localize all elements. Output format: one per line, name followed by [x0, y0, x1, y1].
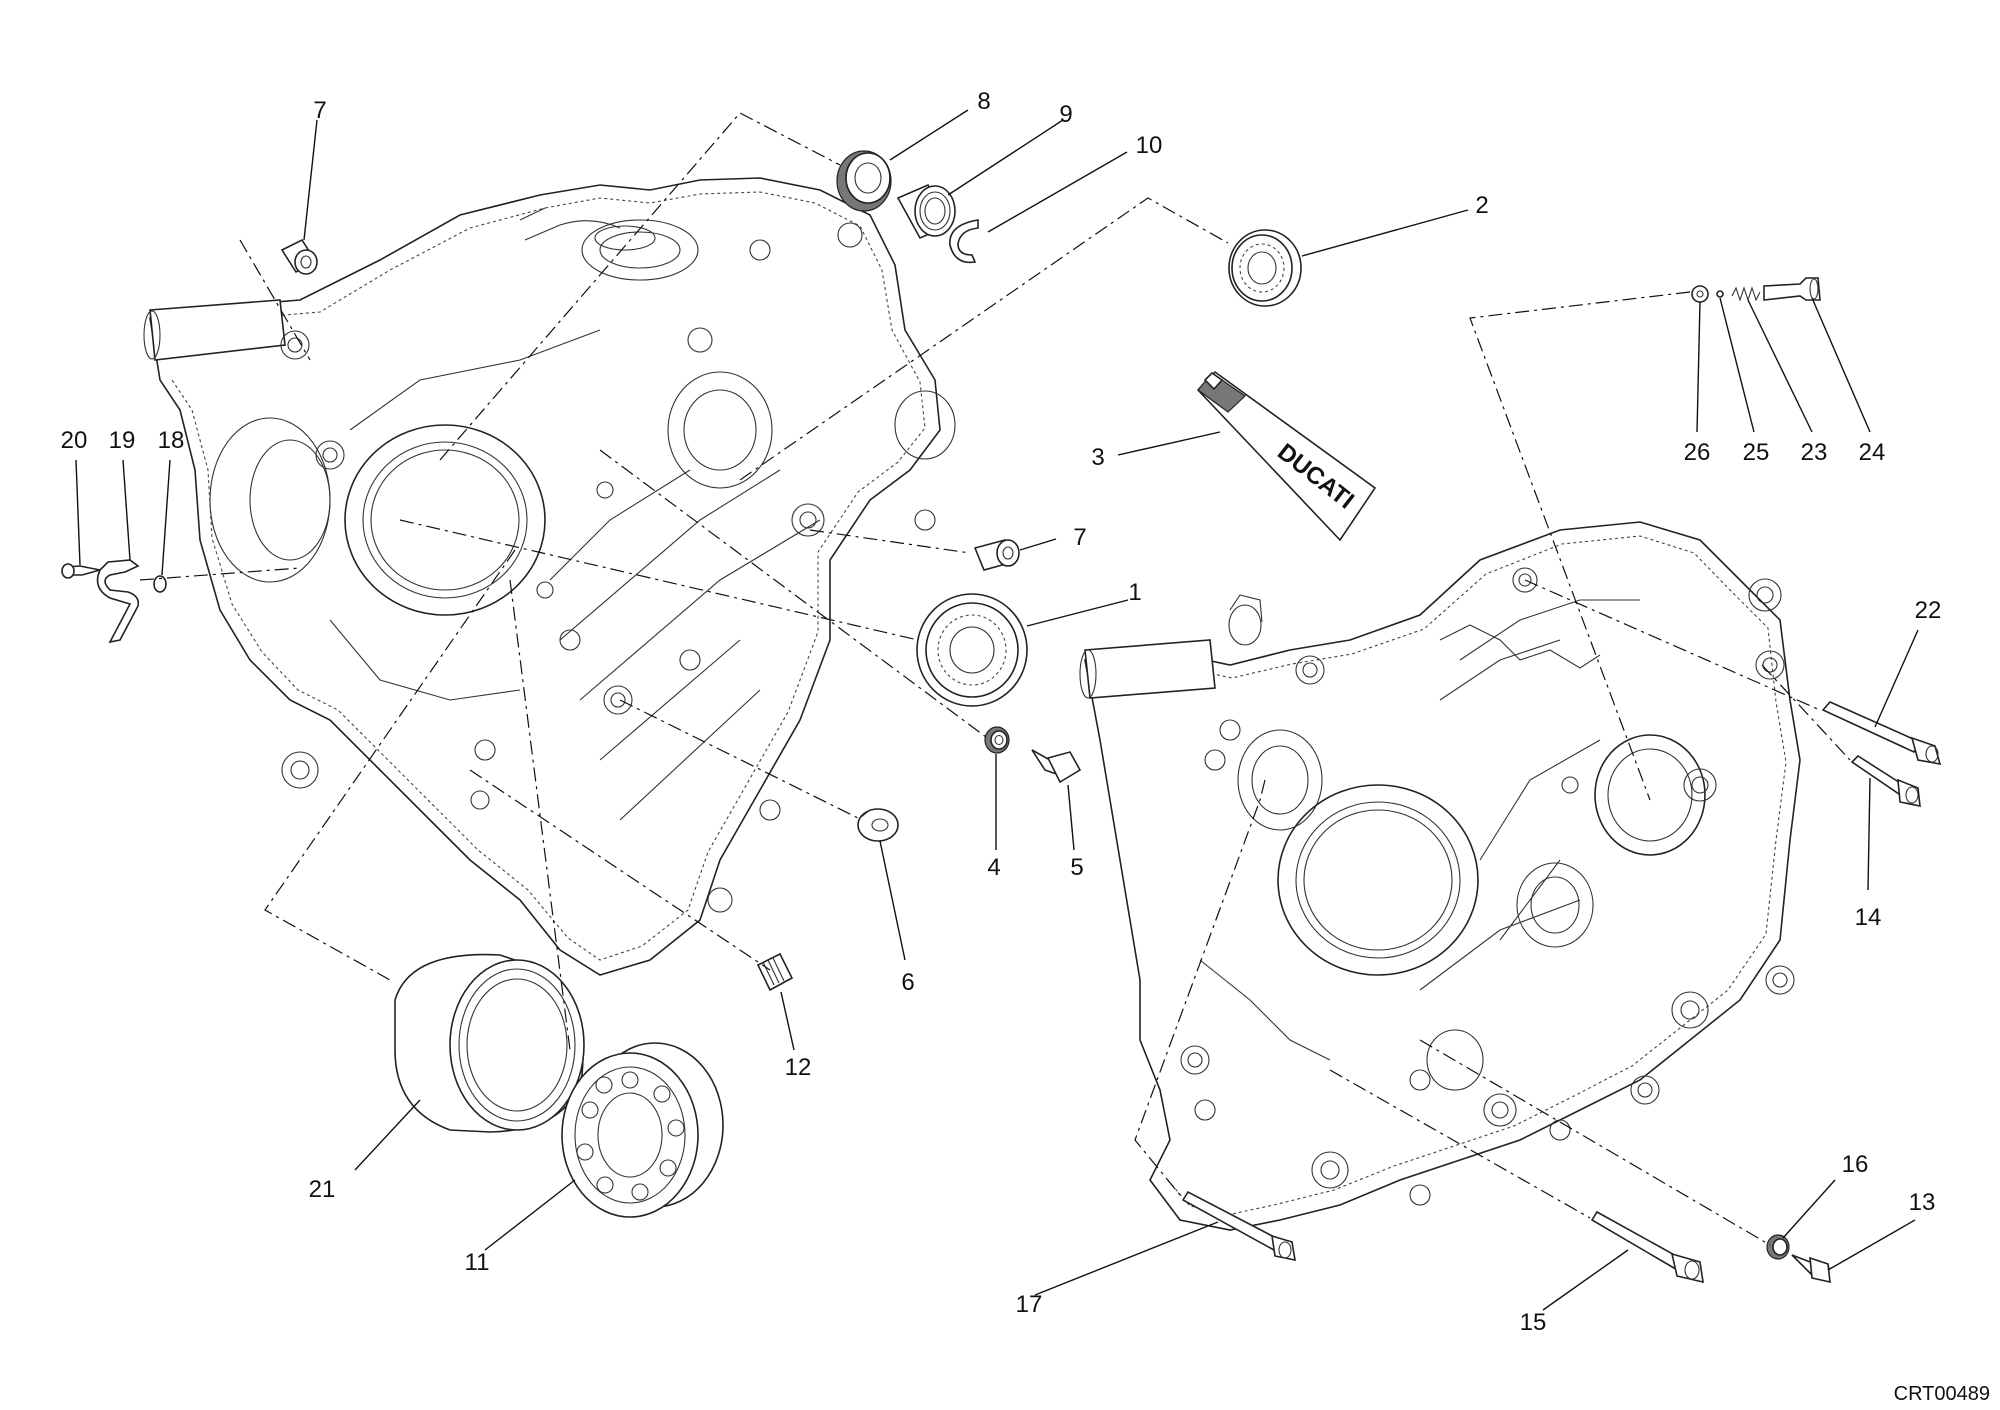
plug-24: [1763, 277, 1821, 301]
bolt-22: [1821, 701, 1942, 766]
assembly-lines: [139, 112, 1851, 1246]
callout-16: 16: [1842, 1151, 1869, 1178]
callout-3: 3: [1091, 444, 1104, 471]
callout-11: 11: [465, 1249, 490, 1276]
sealant-tube-3: DUCATI: [1196, 370, 1377, 542]
screw-13: [1791, 1254, 1831, 1284]
bolt-15: [1590, 1210, 1704, 1284]
screw-20: [61, 563, 101, 579]
callout-20: 20: [61, 427, 88, 454]
callout-23: 23: [1801, 439, 1828, 466]
callout-numbers: 1 2 3 4 5 6 7 7 8 9 10 11 12 13 14 15 16…: [61, 88, 1942, 1336]
circlip-10: [949, 219, 979, 264]
callout-22: 22: [1915, 597, 1942, 624]
bolt-17: [1181, 1190, 1296, 1262]
callout-7-right: 7: [1073, 524, 1086, 551]
callout-12: 12: [785, 1054, 812, 1081]
callout-7-top: 7: [313, 97, 326, 124]
bolt-14: [1850, 754, 1921, 807]
callout-8: 8: [977, 88, 990, 115]
callout-19: 19: [109, 427, 136, 454]
callout-21: 21: [309, 1176, 336, 1203]
callout-6: 6: [901, 969, 914, 996]
callout-10: 10: [1136, 132, 1163, 159]
washer-16: [1766, 1234, 1790, 1260]
drawing-code: CRT00489: [1894, 1383, 1990, 1405]
callout-4: 4: [987, 854, 1000, 881]
screw-5: [1031, 749, 1082, 784]
callout-2: 2: [1475, 192, 1488, 219]
left-crankcase-half: [143, 177, 956, 976]
callout-9: 9: [1059, 101, 1072, 128]
bearing-2: [1228, 229, 1302, 307]
oil-seal-8: [836, 150, 892, 212]
grub-screw-12: [756, 952, 794, 992]
spring-23: [1731, 286, 1761, 302]
bearing-9: [896, 183, 956, 240]
callout-25: 25: [1743, 439, 1770, 466]
leader-lines: [75, 109, 1919, 1311]
callout-13: 13: [1909, 1189, 1936, 1216]
callout-15: 15: [1520, 1309, 1547, 1336]
washer-18: [153, 575, 167, 593]
callout-24: 24: [1859, 439, 1886, 466]
bracket-19: [96, 559, 140, 644]
callout-1: 1: [1128, 579, 1141, 606]
washer-26: [1691, 285, 1709, 303]
callout-5: 5: [1070, 854, 1083, 881]
ball-25: [1716, 290, 1724, 298]
callout-26: 26: [1684, 439, 1711, 466]
callout-17: 17: [1016, 1291, 1043, 1318]
liner-sleeve-21: [394, 953, 585, 1133]
roller-bearing-11: [561, 1042, 724, 1218]
bearing-1: [916, 593, 1028, 707]
right-crankcase-half: [1079, 521, 1801, 1231]
dowel-7-right: [973, 539, 1020, 571]
dowel-7-top: [280, 238, 318, 275]
callout-18: 18: [158, 427, 185, 454]
washer-4: [984, 726, 1010, 754]
callout-14: 14: [1855, 904, 1882, 931]
plug-6: [857, 808, 899, 842]
